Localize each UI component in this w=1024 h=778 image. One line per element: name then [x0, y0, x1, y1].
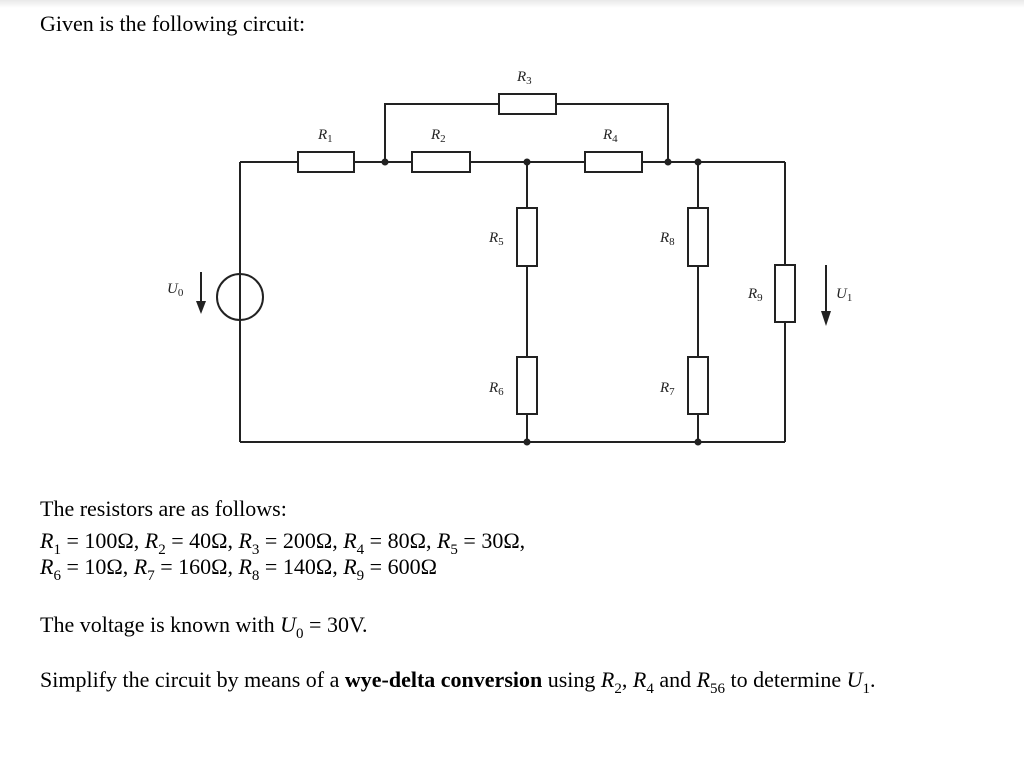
junction-dot: [664, 158, 672, 166]
circuit-diagram: R1 R2 R3 R4 R5 R6 R8 R7 R9 U0 U1: [167, 69, 852, 446]
label-u0: U0: [167, 281, 184, 299]
label-r6: R6: [488, 380, 504, 398]
resistor-r9: [774, 264, 796, 323]
top-edge-shadow: [0, 0, 1024, 8]
junction-dot: [694, 158, 702, 166]
label-r2: R2: [430, 127, 446, 145]
resistors-heading: The resistors are as follows:: [40, 496, 287, 521]
intro-text: Given is the following circuit:: [40, 11, 306, 36]
resistor-r5: [516, 207, 538, 267]
resistor-values-line-2: R6 = 10Ω, R7 = 160Ω, R8 = 140Ω, R9 = 600…: [40, 554, 437, 585]
label-r5: R5: [488, 230, 504, 248]
resistor-r1: [297, 151, 355, 173]
resistor-r6: [516, 356, 538, 415]
label-r4: R4: [602, 127, 618, 145]
resistor-r2: [411, 151, 471, 173]
junction-dot: [694, 438, 702, 446]
label-r1: R1: [317, 127, 333, 145]
junction-dot: [381, 158, 389, 166]
voltage-statement: The voltage is known with U0 = 30V.: [40, 612, 368, 643]
resistor-values-line-1: R1 = 100Ω, R2 = 40Ω, R3 = 200Ω, R4 = 80Ω…: [40, 528, 526, 559]
label-r7: R7: [659, 380, 675, 398]
label-r3: R3: [516, 69, 532, 87]
u1-arrow: [821, 265, 831, 326]
resistor-r7: [687, 356, 709, 415]
u0-arrow: [196, 272, 206, 314]
junction-dot: [523, 438, 531, 446]
resistor-r8: [687, 207, 709, 267]
label-u1: U1: [836, 286, 852, 304]
task-statement: Simplify the circuit by means of a wye-d…: [40, 667, 876, 698]
resistor-r4: [584, 151, 643, 173]
resistor-r3: [498, 93, 557, 115]
wire-r3-bridge: [384, 103, 669, 162]
junction-dot: [523, 158, 531, 166]
label-r8: R8: [659, 230, 675, 248]
label-r9: R9: [747, 286, 763, 304]
